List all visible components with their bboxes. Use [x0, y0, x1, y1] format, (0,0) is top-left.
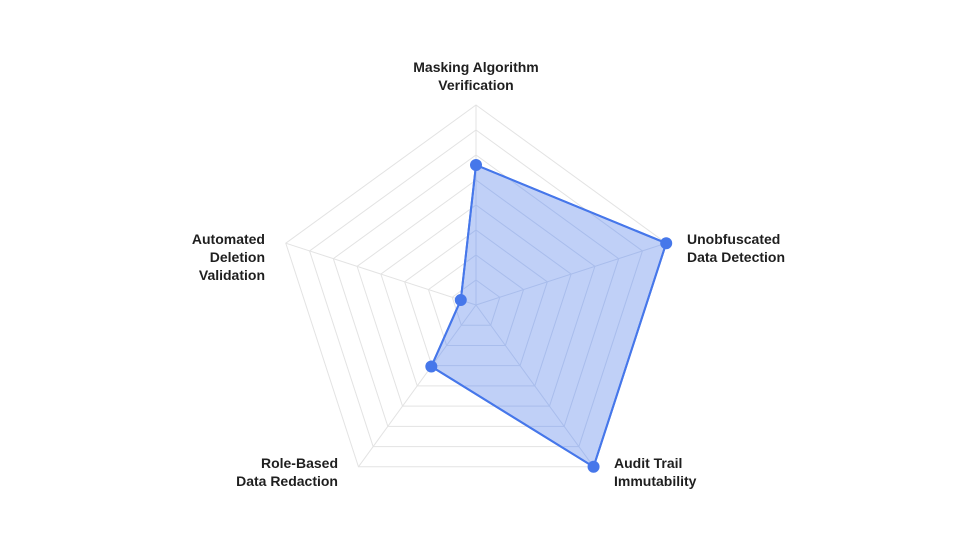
series-line: [430, 164, 668, 468]
grid-spoke-overlay: [475, 242, 667, 306]
data-point: [425, 360, 438, 373]
data-point: [454, 294, 467, 307]
data-point: [587, 460, 600, 473]
series-area: [430, 164, 668, 468]
grid-ring-overlay: [431, 204, 572, 387]
data-point: [660, 237, 673, 250]
grid-ring-overlay: [431, 229, 548, 367]
grid-spoke-overlay: [431, 304, 477, 467]
data-point: [470, 159, 482, 171]
grid-spoke-overlay: [475, 304, 594, 467]
grid-ring: [285, 104, 667, 468]
grid-spoke: [285, 242, 477, 306]
